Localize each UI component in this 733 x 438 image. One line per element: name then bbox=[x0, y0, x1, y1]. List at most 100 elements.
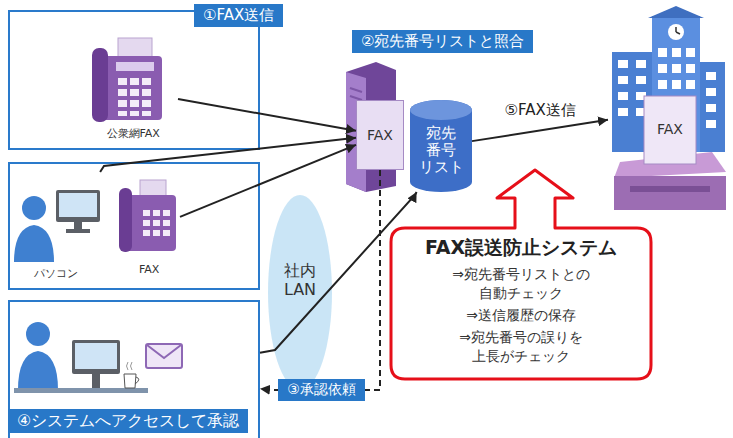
office-building-icon-part bbox=[672, 64, 681, 73]
public-fax-icon-part bbox=[142, 100, 151, 107]
office-building-icon-part bbox=[686, 64, 695, 73]
public-fax-icon-part bbox=[116, 62, 154, 71]
text-holder: ⇒宛先番号の誤りを 上長がチェック bbox=[389, 328, 653, 367]
pc-user-icon bbox=[14, 190, 100, 262]
step-tab: ④システムへアクセスして承認 bbox=[8, 409, 248, 433]
node-label: 社内 LAN bbox=[280, 261, 320, 299]
cylinder-top bbox=[410, 100, 472, 120]
office-building-icon-part bbox=[672, 80, 681, 89]
node-label: ⇒送信履歴の保存 bbox=[421, 306, 621, 326]
approver-icon-part bbox=[75, 343, 117, 369]
step-tab: ②宛先番号リストと照合 bbox=[352, 30, 533, 53]
pc-user-icon-part bbox=[59, 193, 97, 217]
flow-arrow bbox=[100, 138, 356, 172]
public-fax-icon-part bbox=[92, 48, 108, 122]
office-building-icon-part bbox=[686, 48, 695, 57]
text-holder: ⇒送信履歴の保存 bbox=[389, 306, 653, 326]
recipient-fax-icon-part bbox=[644, 96, 696, 164]
lan-ellipse-shape bbox=[268, 195, 332, 390]
edge-label: ⑤FAX送信 bbox=[502, 101, 579, 119]
pc-terminal: パソコン bbox=[14, 172, 114, 284]
text-holder: パソコン bbox=[34, 267, 78, 280]
approver-icon-part bbox=[135, 377, 139, 384]
approver-panel: ④システムへアクセスして承認 bbox=[8, 300, 260, 438]
office-building-icon-part bbox=[618, 92, 628, 100]
public-fax-icon-part bbox=[100, 56, 162, 120]
approver-icon-part bbox=[14, 388, 148, 393]
number-list-db: 宛先 番号 リスト bbox=[410, 100, 472, 192]
office-building-icon-part bbox=[668, 24, 684, 40]
office-building-icon-part bbox=[658, 48, 667, 57]
office-building-icon-part bbox=[706, 120, 716, 128]
node-label: FAX bbox=[139, 263, 159, 276]
office-fax-icon-part bbox=[143, 210, 150, 216]
office-building-icon-part bbox=[618, 76, 628, 84]
text-holder: 社内 LAN bbox=[280, 261, 320, 299]
node-label: FAX誤送防止システム bbox=[389, 236, 653, 259]
callout-box: FAX誤送防止システム ⇒宛先番号リストとの 自動チェック⇒送信履歴の保存⇒宛先番… bbox=[389, 168, 653, 381]
node-label: 宛先 番号 リスト bbox=[416, 125, 466, 177]
flow-arrow bbox=[178, 99, 356, 131]
text-holder: 宛先 番号 リスト bbox=[416, 125, 466, 177]
office-building-icon-part bbox=[706, 104, 716, 112]
office-building-icon-part bbox=[698, 62, 725, 152]
public-fax-icon-part bbox=[130, 100, 139, 107]
approver-icon-part bbox=[92, 374, 100, 388]
node-label: 公衆網FAX bbox=[107, 127, 160, 140]
node-label: パソコン bbox=[34, 267, 78, 280]
text-holder: ⇒宛先番号リストとの 自動チェック bbox=[389, 265, 653, 304]
office-building-icon-part bbox=[686, 80, 695, 89]
sender-panel: ①FAX送信公衆網FAX bbox=[8, 10, 260, 150]
public-fax-icon-part bbox=[118, 78, 127, 85]
sender-panel: パソコン FAX bbox=[8, 162, 260, 290]
mail-icon-part bbox=[147, 345, 181, 358]
office-building-icon-part bbox=[672, 48, 681, 57]
fax-document: FAX bbox=[356, 100, 404, 170]
pc-user-icon-part bbox=[56, 190, 100, 222]
public-fax-icon-part bbox=[142, 78, 151, 85]
flow-arrow bbox=[180, 145, 356, 217]
office-building-icon-part bbox=[706, 88, 716, 96]
office-building-icon-part bbox=[636, 60, 646, 68]
recipient-fax-icon-part bbox=[614, 176, 726, 210]
pc-user-icon-part bbox=[14, 225, 54, 262]
step-tab: ①FAX送信 bbox=[194, 4, 283, 27]
office-building-icon-part bbox=[648, 6, 704, 18]
office-building-icon bbox=[612, 6, 725, 152]
edge-label: ③承認依頼 bbox=[278, 379, 365, 401]
office-building-icon-part bbox=[706, 72, 716, 80]
public-fax-icon-part bbox=[130, 89, 139, 96]
approver-icon-part bbox=[124, 374, 136, 388]
mail-icon-part bbox=[146, 344, 182, 368]
text-holder: 公衆網FAX bbox=[107, 127, 160, 140]
office-fax-icon-part bbox=[119, 188, 132, 252]
office-fax-icon-part bbox=[153, 230, 160, 236]
text-holder: ①FAX送信 bbox=[194, 4, 283, 27]
approver-icon-part bbox=[26, 322, 50, 346]
text-holder: FAX bbox=[657, 121, 683, 138]
office-fax-icon-part bbox=[126, 195, 176, 251]
text-holder: ③承認依頼 bbox=[278, 379, 365, 401]
approver-icon-part bbox=[127, 362, 133, 370]
public-fax-icon-part bbox=[142, 111, 151, 116]
cylinder-body bbox=[410, 100, 472, 192]
office-fax-icon-part bbox=[153, 210, 160, 216]
office-fax-icon-part bbox=[163, 220, 170, 226]
fax-server: ②宛先番号リストと照合FAX宛先 番号 リスト bbox=[340, 30, 480, 195]
public-fax-icon-part bbox=[118, 100, 127, 107]
approver-icon-part bbox=[72, 340, 120, 374]
pc-user-icon-part bbox=[74, 222, 82, 230]
public-fax: 公衆網FAX bbox=[88, 35, 178, 147]
node-label: FAX bbox=[367, 127, 393, 144]
public-fax-icon-part bbox=[118, 89, 127, 96]
node-label: ⇒宛先番号リストとの 自動チェック bbox=[421, 265, 621, 304]
public-fax-icon-part bbox=[118, 111, 127, 116]
office-fax-icon-part bbox=[163, 210, 170, 216]
public-fax-icon-part bbox=[130, 111, 139, 116]
office-fax-icon-part bbox=[153, 220, 160, 226]
callout-outline bbox=[391, 170, 651, 379]
pc-user-icon-part bbox=[66, 229, 90, 233]
fax-machine: FAX bbox=[118, 175, 180, 284]
office-building-icon-part bbox=[636, 76, 646, 84]
